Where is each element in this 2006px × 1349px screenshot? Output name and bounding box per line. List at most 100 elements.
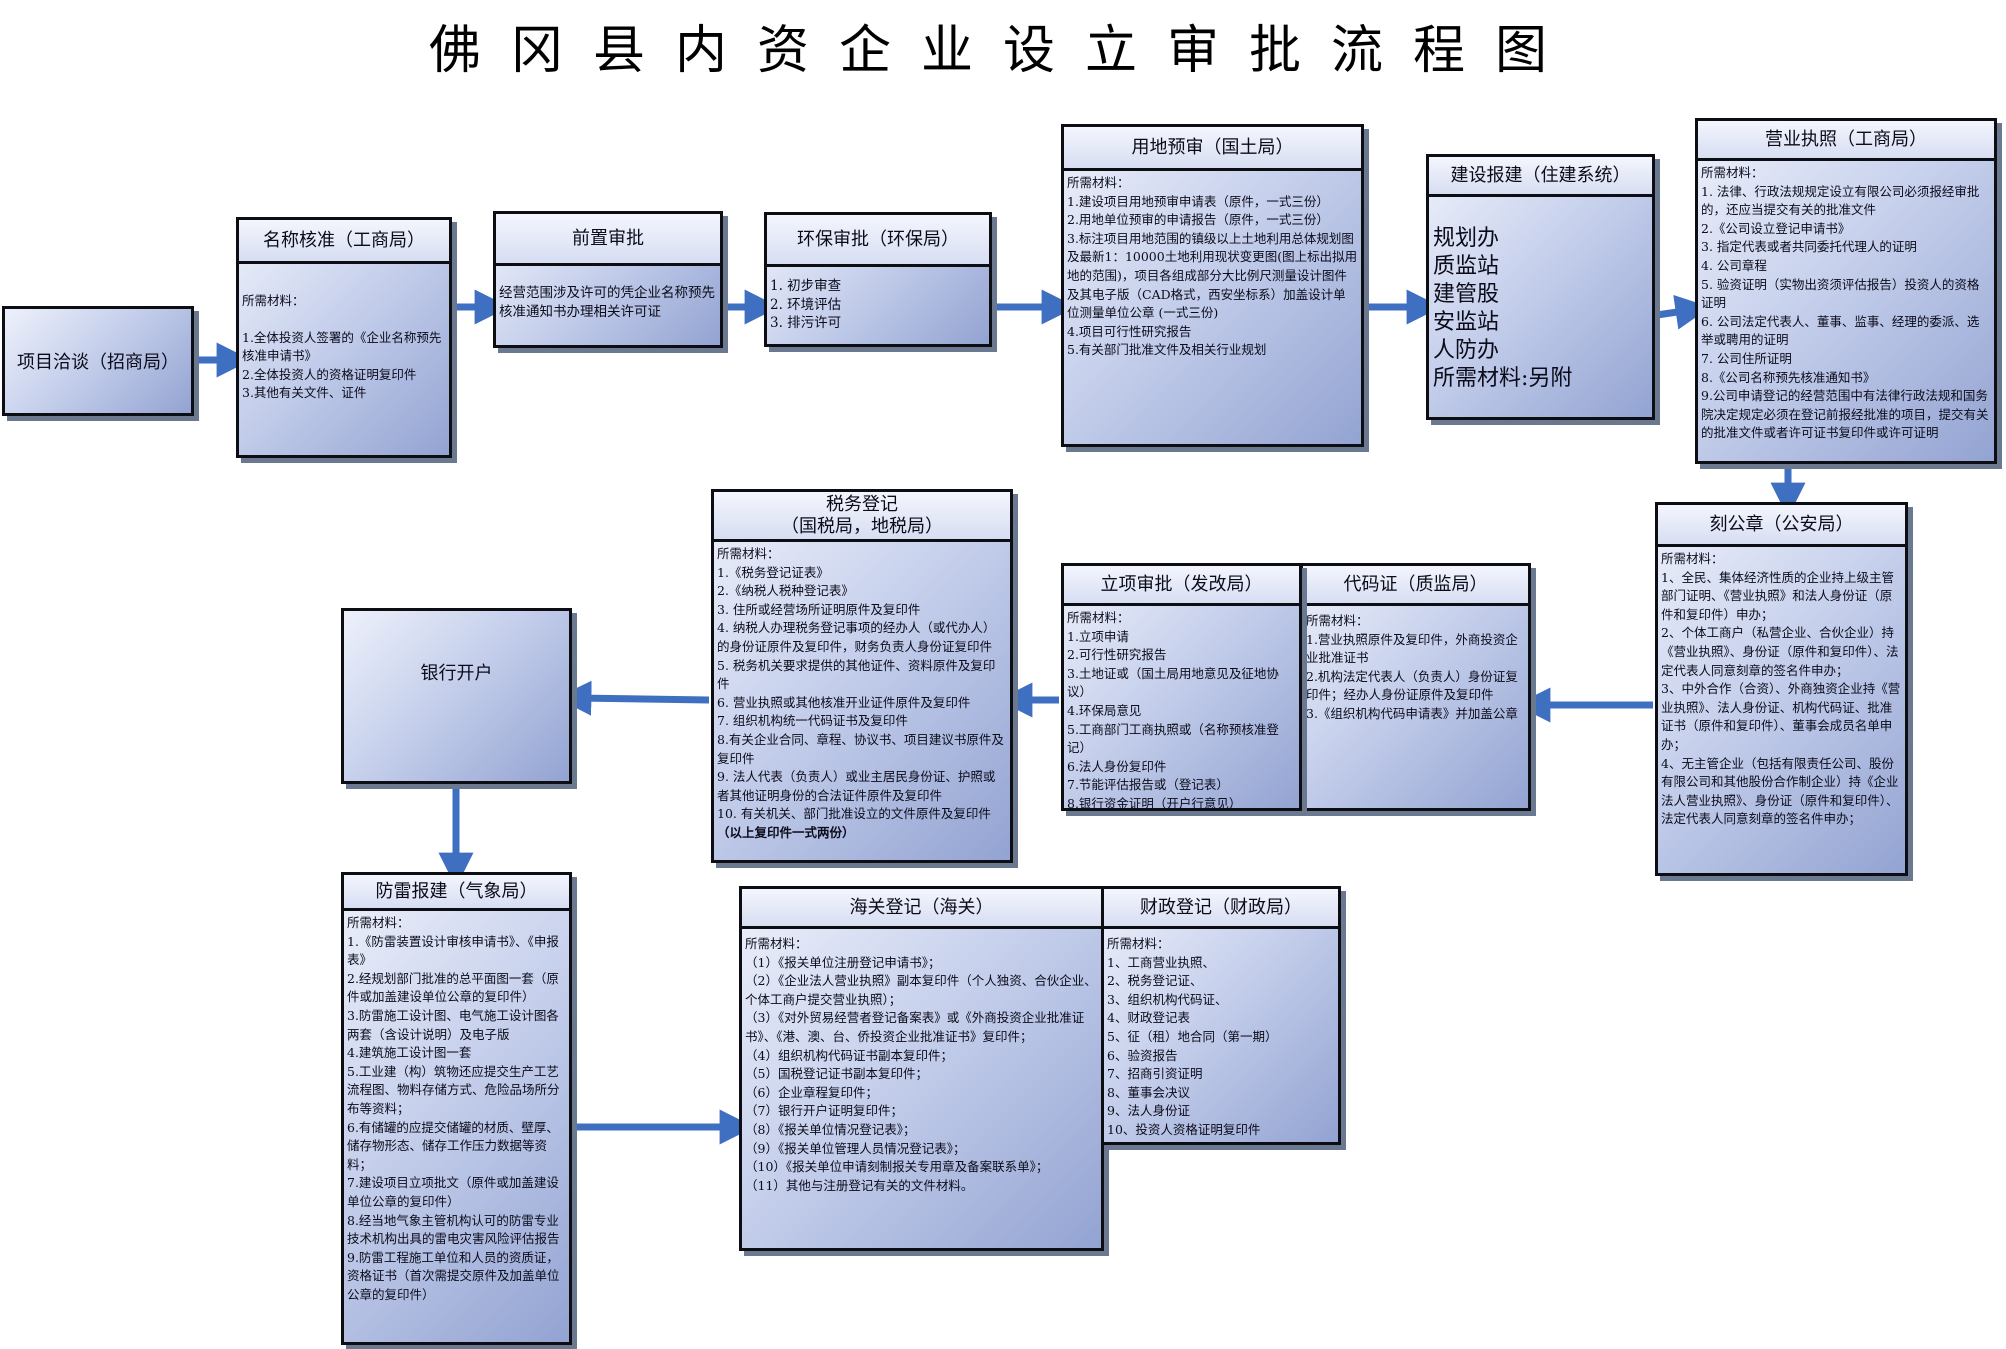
huanbao-item: 1. 初步审查 (770, 278, 842, 294)
page-title: 佛冈县内资企业设立审批流程图 (428, 21, 1577, 81)
node-lixiang-header: 立项审批（发改局） (1064, 566, 1299, 606)
kegongzhang-item: 4、无主管企业（包括有限责任公司、股份有限公司和其他股份合作制企业）持《企业法人… (1661, 755, 1899, 827)
haiguan-item: （10）《报关单位申请刻制报关专用章及备案联系单》； (745, 1159, 1049, 1175)
node-jianshe: 建设报建（住建系统） 规划办质监站建管股安监站人防办所需材料:另附 (1426, 154, 1655, 420)
node-kegongzhang: 刻公章（公安局） 所需材料： 1、全民、集体经济性质的企业持上级主管部门证明、《… (1655, 502, 1908, 876)
mingcheng-item: 2.全体投资人的资格证明复印件 (242, 366, 417, 382)
yongdi-item: 2.用地单位预审的申请报告（原件，一式三份） (1067, 212, 1329, 228)
haiguan-item: （5）国税登记证书副本复印件； (745, 1066, 928, 1082)
fanglei-item: 5.工业建（构）筑物还应提交生产工艺流程图、物料存储方式、危险品场所分布等资料； (347, 1063, 560, 1116)
node-mingcheng-items: 1.全体投资人签署的《企业名称预先核准申请书》 2.全体投资人的资格证明复印件 3… (242, 329, 446, 403)
shuiwu-item: 3. 住所或经营场所证明原件及复印件 (717, 601, 921, 617)
kegongzhang-item: 2、个体工商户（私营企业、合伙企业）持《营业执照》、身份证（原件和复印件）、法定… (1661, 625, 1899, 678)
caizheng-item: 6、验资报告 (1107, 1047, 1178, 1063)
node-yingye-items: 1. 法律、行政法规规定设立有限公司必须报经审批的，还应当提交有关的批准文件 2… (1701, 183, 1991, 443)
caizheng-item: 3、组织机构代码证、 (1107, 991, 1228, 1007)
yingye-item: 9.公司申请登记的经营范围中有法律行政法规和国务院决定规定必须在登记前报经批准的… (1701, 388, 1989, 441)
node-haiguan-header: 海关登记（海关） (742, 889, 1101, 929)
shuiwu-item: 7. 组织机构统一代码证书及复印件 (717, 713, 908, 729)
node-yinhang-label: 银行开户 (420, 663, 493, 684)
jianshe-item: 人防办 (1433, 338, 1500, 363)
lixiang-item: 7.节能评估报告或（登记表） (1067, 777, 1229, 793)
fanglei-item: 8.经当地气象主管机构认可的防雷专业技术机构出具的雷电灾害风险评估报告 (347, 1212, 560, 1247)
fanglei-item: 4.建筑施工设计图一套 (347, 1045, 472, 1061)
shuiwu-item: 2.《纳税人税种登记表》 (717, 583, 854, 599)
shuiwu-item: 5. 税务机关要求提供的其他证件、资料原件及复印件 (717, 657, 996, 692)
node-fanglei-header: 防雷报建（气象局） (344, 875, 569, 911)
mingcheng-item: 3.其他有关文件、证件 (242, 385, 367, 401)
caizheng-item: 2、税务登记证、 (1107, 973, 1203, 989)
node-yingye: 营业执照（工商局） 所需材料： 1. 法律、行政法规规定设立有限公司必须报经审批… (1695, 118, 1997, 464)
node-shuiwu: 税务登记 （国税局，地税局） 所需材料： 1.《税务登记证表》 2.《纳税人税种… (711, 489, 1013, 863)
node-caizheng: 财政登记（财政局） 所需材料： 1、工商营业执照、 2、税务登记证、 3、组织机构代… (1101, 886, 1341, 1145)
fanglei-item: 2.经规划部门批准的总平面图一套（原件或加盖建设单位公章的复印件） (347, 970, 559, 1005)
node-qianzhi-items: 经营范围涉及许可的凭企业名称预先核准通知书办理相关许可证 (499, 284, 717, 321)
yongdi-item: 1.建设项目用地预审申请表（原件，一式三份） (1067, 193, 1329, 209)
node-yongdi-items: 1.建设项目用地预审申请表（原件，一式三份） 2.用地单位预审的申请报告（原件，一… (1067, 193, 1358, 360)
shuiwu-item: 9. 法人代表（负责人）或业主居民身份证、护照或者其他证明身份的合法证件原件及复… (717, 769, 996, 803)
haiguan-item: （2）《企业法人营业执照》副本复印件（个人独资、合伙企业、个体工商户提交营业执照… (745, 973, 1097, 1007)
node-fanglei-intro: 所需材料： (347, 915, 410, 930)
haiguan-item: （6）企业章程复印件； (745, 1084, 878, 1100)
node-mingcheng-header: 名称核准（工商局） (239, 220, 449, 264)
yingye-item: 4. 公司章程 (1701, 257, 1767, 273)
node-daima-header: 代码证（质监局） (1303, 566, 1528, 606)
haiguan-item: （4）组织机构代码证书副本复印件； (745, 1047, 953, 1063)
node-xiangmu: 项目洽谈（招商局） (2, 306, 194, 416)
caizheng-item: 10、投资人资格证明复印件 (1107, 1121, 1261, 1137)
node-caizheng-header: 财政登记（财政局） (1104, 889, 1338, 929)
yingye-item: 5. 验资证明（实物出资须评估报告）投资人的资格证明 (1701, 276, 1980, 311)
node-haiguan: 海关登记（海关） 所需材料： （1）《报关单位注册登记申请书》； （2）《企业法… (739, 886, 1104, 1251)
node-fanglei-items: 1.《防雷装置设计审核申请书》、《申报表》2.经规划部门批准的总平面图一套（原件… (347, 933, 566, 1305)
fanglei-item: 3.防雷施工设计图、电气施工设计图各两套（含设计说明）及电子版 (347, 1007, 559, 1042)
mingcheng-item: 1.全体投资人签署的《企业名称预先核准申请书》 (242, 329, 442, 364)
qianzhi-item: 经营范围涉及许可的凭企业名称预先核准通知书办理相关许可证 (499, 285, 715, 320)
node-kegongzhang-intro: 所需材料： (1661, 551, 1724, 566)
yongdi-item: 5.有关部门批准文件及相关行业规划 (1067, 342, 1267, 358)
lixiang-item: 4.环保局意见 (1067, 702, 1142, 718)
caizheng-item: 5、征（租）地合同（第一期） (1107, 1028, 1278, 1044)
lixiang-item: 3.土地证或（国土局用地意见及征地协议） (1067, 665, 1279, 700)
node-shuiwu-header-line2: （国税局，地税局） (781, 515, 943, 537)
caizheng-item: 9、法人身份证 (1107, 1103, 1190, 1119)
node-huanbao-items: 1. 初步审查 2. 环境评估 3. 排污许可 (770, 277, 986, 333)
haiguan-item: （9）《报关单位管理人员情况登记表》； (745, 1140, 966, 1156)
yingye-item: 1. 法律、行政法规规定设立有限公司必须报经审批的，还应当提交有关的批准文件 (1701, 183, 1980, 218)
node-kegongzhang-header: 刻公章（公安局） (1658, 505, 1905, 547)
shuiwu-item-note: （以上复印件一式两份） (717, 824, 855, 840)
daima-item: 3.《组织机构代码申请表》并加盖公章 (1306, 705, 1518, 721)
node-fanglei: 防雷报建（气象局） 所需材料： 1.《防雷装置设计审核申请书》、《申报表》2.经… (341, 872, 572, 1345)
shuiwu-item: 8.有关企业合同、章程、协议书、项目建议书原件及复印件 (717, 731, 1004, 766)
node-yongdi: 用地预审（国土局） 所需材料： 1.建设项目用地预审申请表（原件，一式三份）2.… (1061, 124, 1364, 447)
shuiwu-item: 6. 营业执照或其他核准开业证件原件及复印件 (717, 694, 971, 710)
lixiang-item: 6.法人身份复印件 (1067, 758, 1167, 774)
lixiang-item: 8.银行资金证明（开户行意见） (1067, 795, 1242, 811)
fanglei-item: 7.建设项目立项批文（原件或加盖建设单位公章的复印件） (347, 1175, 559, 1209)
haiguan-item: （1）《报关单位注册登记申请书》； (745, 954, 941, 970)
arrow-jianshe-to-yingye (1656, 294, 1711, 330)
node-qianzhi: 前置审批 经营范围涉及许可的凭企业名称预先核准通知书办理相关许可证 (493, 211, 723, 348)
jianshe-item: 安监站 (1433, 310, 1500, 335)
kegongzhang-item: 1、全民、集体经济性质的企业持上级主管部门证明、《营业执照》和法人身份证（原件和… (1661, 569, 1894, 622)
jianshe-item: 质监站 (1433, 254, 1500, 279)
node-caizheng-items: 1、工商营业执照、 2、税务登记证、 3、组织机构代码证、 4、财政登记表 5、征（租）… (1107, 954, 1335, 1140)
node-xiangmu-label: 项目洽谈（招商局） (17, 352, 179, 373)
node-shuiwu-header: 税务登记 （国税局，地税局） (714, 492, 1010, 542)
fanglei-item: 1.《防雷装置设计审核申请书》、《申报表》 (347, 933, 559, 968)
caizheng-item: 1、工商营业执照、 (1107, 954, 1215, 970)
caizheng-item: 4、财政登记表 (1107, 1010, 1190, 1026)
node-caizheng-intro: 所需材料： (1107, 936, 1170, 951)
huanbao-item: 3. 排污许可 (770, 315, 842, 332)
haiguan-item: （8）《报关单位情况登记表》； (745, 1121, 916, 1137)
node-kegongzhang-items: 1、全民、集体经济性质的企业持上级主管部门证明、《营业执照》和法人身份证（原件和… (1661, 569, 1902, 829)
caizheng-item: 8、董事会决议 (1107, 1084, 1190, 1100)
lixiang-item: 1.立项申请 (1067, 628, 1129, 644)
jianshe-item: 建管股 (1433, 282, 1500, 307)
jianshe-item: 规划办 (1433, 226, 1500, 251)
node-mingcheng-intro: 所需材料： (242, 293, 305, 308)
yingye-item: 3. 指定代表或者共同委托代理人的证明 (1701, 239, 1917, 255)
huanbao-item: 2. 环境评估 (770, 296, 842, 313)
arrow-shuiwu-to-yinhang (556, 680, 710, 716)
